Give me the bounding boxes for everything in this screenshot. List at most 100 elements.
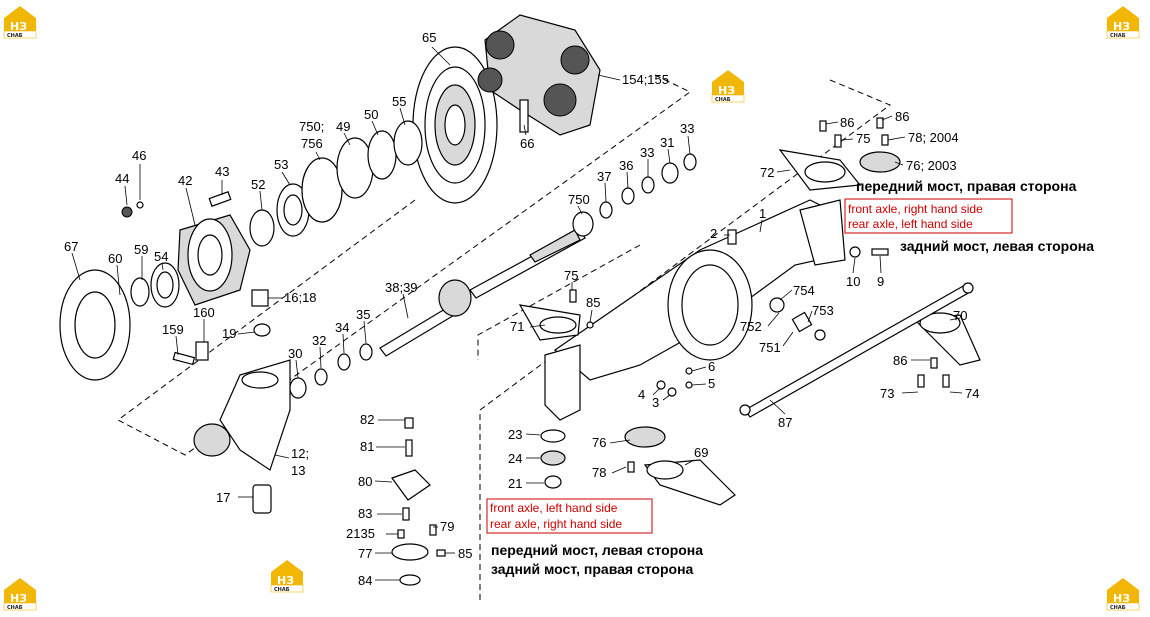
callout-752: 752	[740, 319, 762, 334]
callout-77: 77	[358, 546, 372, 561]
callout-756: 756	[301, 136, 323, 151]
kingpin-hardware	[391, 117, 950, 586]
callout-42: 42	[178, 173, 192, 188]
logo-bottom-right: НЗ СНАБ	[1106, 578, 1140, 611]
callout-84: 84	[358, 573, 372, 588]
svg-text:НЗ: НЗ	[1113, 20, 1130, 33]
label-rear-right-en: rear axle, right hand side	[490, 517, 622, 531]
callout-753: 753	[812, 303, 834, 318]
brake-disc	[412, 46, 498, 204]
callout-33b: 33	[680, 121, 694, 136]
callout-36: 36	[619, 158, 633, 173]
callout-55: 55	[392, 94, 406, 109]
callout-3: 3	[652, 395, 659, 410]
label-front-left-en: front axle, left hand side	[490, 501, 618, 515]
logo-top-left: НЗ СНАБ	[3, 6, 37, 39]
steering-knuckle	[193, 289, 373, 514]
callout-34: 34	[335, 320, 349, 335]
callout-2135: 2135	[346, 526, 375, 541]
callout-32: 32	[312, 333, 326, 348]
svg-text:СНАБ: СНАБ	[7, 605, 23, 611]
callout-72: 72	[760, 165, 774, 180]
callout-85b: 85	[458, 546, 472, 561]
callout-154-155: 154;155	[622, 72, 669, 87]
svg-text:НЗ: НЗ	[10, 20, 27, 33]
callout-19: 19	[222, 326, 236, 341]
callout-49: 49	[336, 119, 350, 134]
callout-751: 751	[759, 340, 781, 355]
callout-9: 9	[877, 274, 884, 289]
label-front-left-ru: передний мост, левая сторона	[491, 542, 703, 558]
callout-67: 67	[64, 239, 78, 254]
callout-83: 83	[358, 506, 372, 521]
callout-37: 37	[597, 169, 611, 184]
logo-center-top: НЗ СНАБ	[711, 70, 745, 103]
callout-1: 1	[759, 206, 766, 221]
red-box-left	[486, 498, 653, 534]
callout-76-2003: 76; 2003	[906, 158, 957, 173]
callout-76: 76	[592, 435, 606, 450]
callout-79: 79	[440, 519, 454, 534]
callout-71: 71	[510, 319, 524, 334]
label-front-right-ru: передний мост, правая сторона	[856, 178, 1077, 194]
callout-86b: 86	[895, 109, 909, 124]
label-rear-left-en: rear axle, left hand side	[848, 217, 973, 231]
callout-53: 53	[274, 157, 288, 172]
logo-bottom-left: НЗ СНАБ	[3, 578, 37, 611]
callout-50: 50	[364, 107, 378, 122]
dashed-frames	[117, 74, 892, 600]
callout-74: 74	[965, 386, 979, 401]
svg-text:СНАБ: СНАБ	[274, 587, 290, 593]
label-rear-right-ru: задний мост, правая сторона	[491, 561, 694, 577]
callout-754: 754	[793, 283, 815, 298]
callout-12: 12;	[291, 446, 309, 461]
steering-arms	[518, 149, 981, 506]
red-box-right	[844, 198, 1013, 234]
callout-80: 80	[358, 474, 372, 489]
svg-text:НЗ: НЗ	[718, 84, 735, 97]
callout-17: 17	[216, 490, 230, 505]
callout-33a: 33	[640, 145, 654, 160]
callout-159: 159	[162, 322, 184, 337]
callout-31: 31	[660, 135, 674, 150]
callout-78-2004: 78; 2004	[908, 130, 959, 145]
side-labels: передний мост, правая сторона front axle…	[486, 178, 1094, 577]
callout-44: 44	[115, 171, 129, 186]
svg-text:СНАБ: СНАБ	[7, 33, 23, 39]
callout-70: 70	[953, 308, 967, 323]
svg-text:НЗ: НЗ	[1113, 592, 1130, 605]
drive-shaft	[379, 153, 697, 357]
callout-2: 2	[710, 226, 717, 241]
svg-text:СНАБ: СНАБ	[1110, 605, 1126, 611]
callout-750a: 750;	[299, 119, 324, 134]
callout-13: 13	[291, 463, 305, 478]
label-front-right-en: front axle, right hand side	[848, 202, 983, 216]
logo-center-bottom: НЗ СНАБ	[270, 560, 304, 593]
svg-text:НЗ: НЗ	[10, 592, 27, 605]
callout-73: 73	[880, 386, 894, 401]
callout-78: 78	[592, 465, 606, 480]
label-rear-left-ru: задний мост, левая сторона	[900, 238, 1094, 254]
svg-text:НЗ: НЗ	[277, 574, 294, 587]
callout-82: 82	[360, 412, 374, 427]
callout-10: 10	[846, 274, 860, 289]
callout-750b: 750	[568, 192, 590, 207]
svg-text:СНАБ: СНАБ	[1110, 33, 1126, 39]
callout-66: 66	[520, 136, 534, 151]
callout-87: 87	[778, 415, 792, 430]
callout-21: 21	[508, 476, 522, 491]
svg-text:СНАБ: СНАБ	[715, 97, 731, 103]
callout-52: 52	[251, 177, 265, 192]
callout-43: 43	[215, 164, 229, 179]
brake-caliper	[477, 14, 601, 136]
callout-5: 5	[708, 376, 715, 391]
callout-60: 60	[108, 251, 122, 266]
callout-65: 65	[422, 30, 436, 45]
callout-4: 4	[638, 387, 645, 402]
callout-160: 160	[193, 305, 215, 320]
callout-16-18: 16;18	[284, 290, 317, 305]
callout-59: 59	[134, 242, 148, 257]
callout-38-39: 38;39	[385, 280, 418, 295]
callout-75b: 75	[856, 131, 870, 146]
